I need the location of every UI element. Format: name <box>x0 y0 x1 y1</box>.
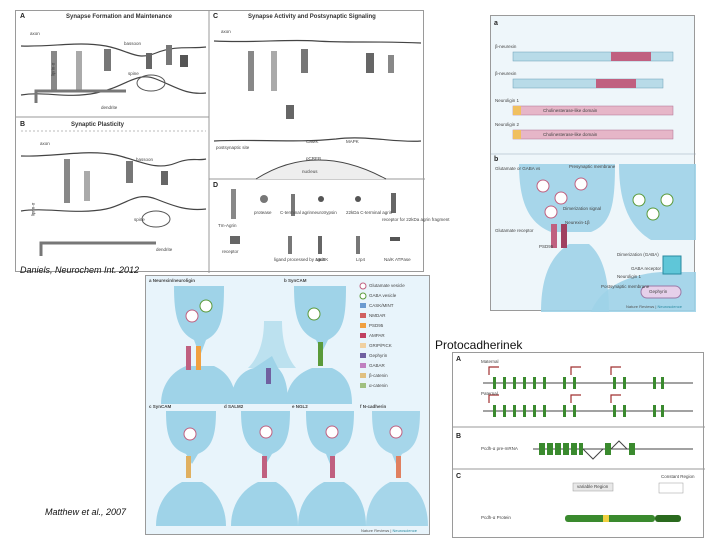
bl-legend-3: NMDAR <box>369 313 386 318</box>
legend-swatches <box>359 282 367 388</box>
br-panel-a-letter: A <box>456 356 462 363</box>
protocadherin-figure: A Maternal Paternal B Pcdh-α pre-mRNA C … <box>452 352 705 538</box>
legend-ligand-processed: ligand processed by agrin <box>274 257 326 262</box>
panel-a-label-bassoon: bassoon <box>124 41 142 46</box>
legend-lrp4: Lrp4 <box>356 257 366 262</box>
panel-c-label-camk: CaMK <box>306 139 319 144</box>
panel-a-title: Synapse Formation and Maintenance <box>66 14 173 20</box>
bl-panel-b-title: b SynCAM <box>284 278 307 283</box>
legend-tm-agrin: Tm-Agrin <box>218 223 237 228</box>
panel-c-label-axon: axon <box>221 29 231 34</box>
panel-b-label-dendrite: dendrite <box>156 247 173 252</box>
tr-label-postsynaptic: Postsynaptic membrane <box>601 284 650 289</box>
tr-footer: Nature Reviews | Neuroscience <box>626 304 682 309</box>
neurexin-figure: a β-neurexin β-neurexin Neuroligin 1 Neu… <box>490 15 696 312</box>
citation-daniels: Daniels, Neurochem Int. 2012 <box>20 265 140 275</box>
panel-b-label-axon: axon <box>40 141 50 146</box>
panel-b-letter: B <box>20 121 26 128</box>
panel-c-label-postsynaptic: postsynaptic site <box>216 145 250 150</box>
panel-b-label-spine: spine <box>134 217 145 222</box>
panel-a-label-spine: spine <box>128 71 139 76</box>
legend-na-k-atpase: Na/K ATPase <box>384 257 411 262</box>
adhesion-figure-art <box>156 282 428 526</box>
tr-panel-b-letter: b <box>494 156 499 163</box>
tr-domain-label-2: Cholinesterase-like domain <box>543 132 598 137</box>
tr-label-neuroligin: Neuroligin 1 <box>617 274 642 279</box>
tr-label-presynaptic: Presynaptic membrane <box>569 164 616 169</box>
br-row-premrna: Pcdh-α pre-mRNA <box>481 446 518 451</box>
bl-legend-0: Glutamate vesicle <box>369 283 405 288</box>
tr-label-glut-receptor: Glutamate receptor <box>495 228 534 233</box>
tr-label-gaba-receptor: GABA receptor <box>631 266 662 271</box>
bl-panel-e-title: e NGL2 <box>292 404 308 409</box>
br-label-constant: Constant Region <box>661 474 695 479</box>
protocadherin-title: Protocadherinek <box>435 338 523 352</box>
tr-label-psd95: PSD95 <box>539 244 554 249</box>
panel-a-label-dendrite: dendrite <box>101 105 118 110</box>
agrin-figure: A Synapse Formation and Maintenance axon… <box>15 10 450 273</box>
br-panel-b-letter: B <box>456 433 462 440</box>
tr-label-gephyrin: Gephyrin <box>649 289 668 294</box>
bl-panel-a-title: a Neurexin/neuroligin <box>149 278 196 283</box>
tr-row-label-3: Neuroligin 2 <box>495 122 520 127</box>
tr-row-label-0: β-neurexin <box>495 44 517 49</box>
tr-label-glutamate: Glutamate or GABA vs <box>495 166 541 171</box>
citation-matthew: Matthew et al., 2007 <box>45 507 127 517</box>
legend-receptor: receptor <box>222 249 239 254</box>
panel-b-title: Synaptic Plasticity <box>71 122 125 128</box>
tr-label-neurexin: Neurexin-1β <box>565 220 590 225</box>
bl-legend-7: Gephyrin <box>369 353 388 358</box>
tr-domain-label-1: Cholinesterase-like domain <box>543 108 598 113</box>
panel-a-label-axon: axon <box>30 31 40 36</box>
bl-legend-9: β-catenin <box>369 373 388 378</box>
bl-legend-10: α-catenin <box>369 383 388 388</box>
panel-a-letter: A <box>20 13 26 20</box>
legend-c-terminal-agrin: C-terminal agrin <box>280 210 313 215</box>
panel-c-title: Synapse Activity and Postsynaptic Signal… <box>248 14 376 20</box>
tr-row-label-1: β-neurexin <box>495 71 517 76</box>
legend-receptor-22kda: receptor for 22kDa agrin fragment <box>382 217 450 222</box>
bl-legend-1: GABA vesicle <box>369 293 397 298</box>
br-row-protein: Pcdh-α Protein <box>481 515 511 520</box>
protocadherin-figure-art <box>453 366 705 522</box>
legend-protease: protease <box>254 210 272 215</box>
legend-musk: MuSK <box>316 257 329 262</box>
bl-panel-d-title: d SALM2 <box>224 404 244 409</box>
bl-legend-6: GRIP/PICK <box>369 343 392 348</box>
br-row-maternal: Maternal <box>481 359 499 364</box>
neurexin-figure-art <box>491 51 696 312</box>
panel-b-label-liprin: liprin-α <box>30 202 36 217</box>
legend-neurotrypsin: neurotrypsin <box>312 210 337 215</box>
tr-label-dimerization: Dimerization signal <box>563 206 602 211</box>
bl-legend-5: AMPAR <box>369 333 385 338</box>
br-label-variable: variable Region <box>577 484 609 489</box>
panel-c-letter: C <box>213 13 219 20</box>
bl-legend-4: PSD95 <box>369 323 384 328</box>
panel-c-label-mapk: MAPK <box>346 139 359 144</box>
tr-row-label-2: Neuroligin 1 <box>495 98 520 103</box>
panel-a-label-liprin: liprin-α <box>50 62 56 77</box>
bl-panel-c-title: c SynCAM <box>149 404 172 409</box>
panel-c-label-pcreb: pCREB <box>306 156 322 161</box>
bl-panel-f-title: f N-cadherin <box>360 404 387 409</box>
panel-d-letter: D <box>213 182 219 189</box>
br-panel-c-letter: C <box>456 473 462 480</box>
panel-b-label-bassoon: bassoon <box>136 157 154 162</box>
agrin-figure-art <box>16 11 425 273</box>
adhesion-figure: a Neurexin/neuroligin b SynCAM c SynCAM … <box>145 275 430 535</box>
legend-22kda-agrin: 22kDa C-terminal agrin <box>346 210 393 215</box>
domain-rows <box>512 51 674 140</box>
bl-legend-2: CASK/MINT <box>369 303 394 308</box>
br-row-paternal: Paternal <box>481 391 498 396</box>
tr-label-dimerization-gaba: Dimerization (GABA) <box>617 252 659 257</box>
tr-panel-a-letter: a <box>494 20 498 27</box>
panel-c-label-nucleus: nucleus <box>302 169 318 174</box>
bl-legend-8: GABAR <box>369 363 385 368</box>
bl-footer: Nature Reviews | Neuroscience <box>361 528 417 533</box>
